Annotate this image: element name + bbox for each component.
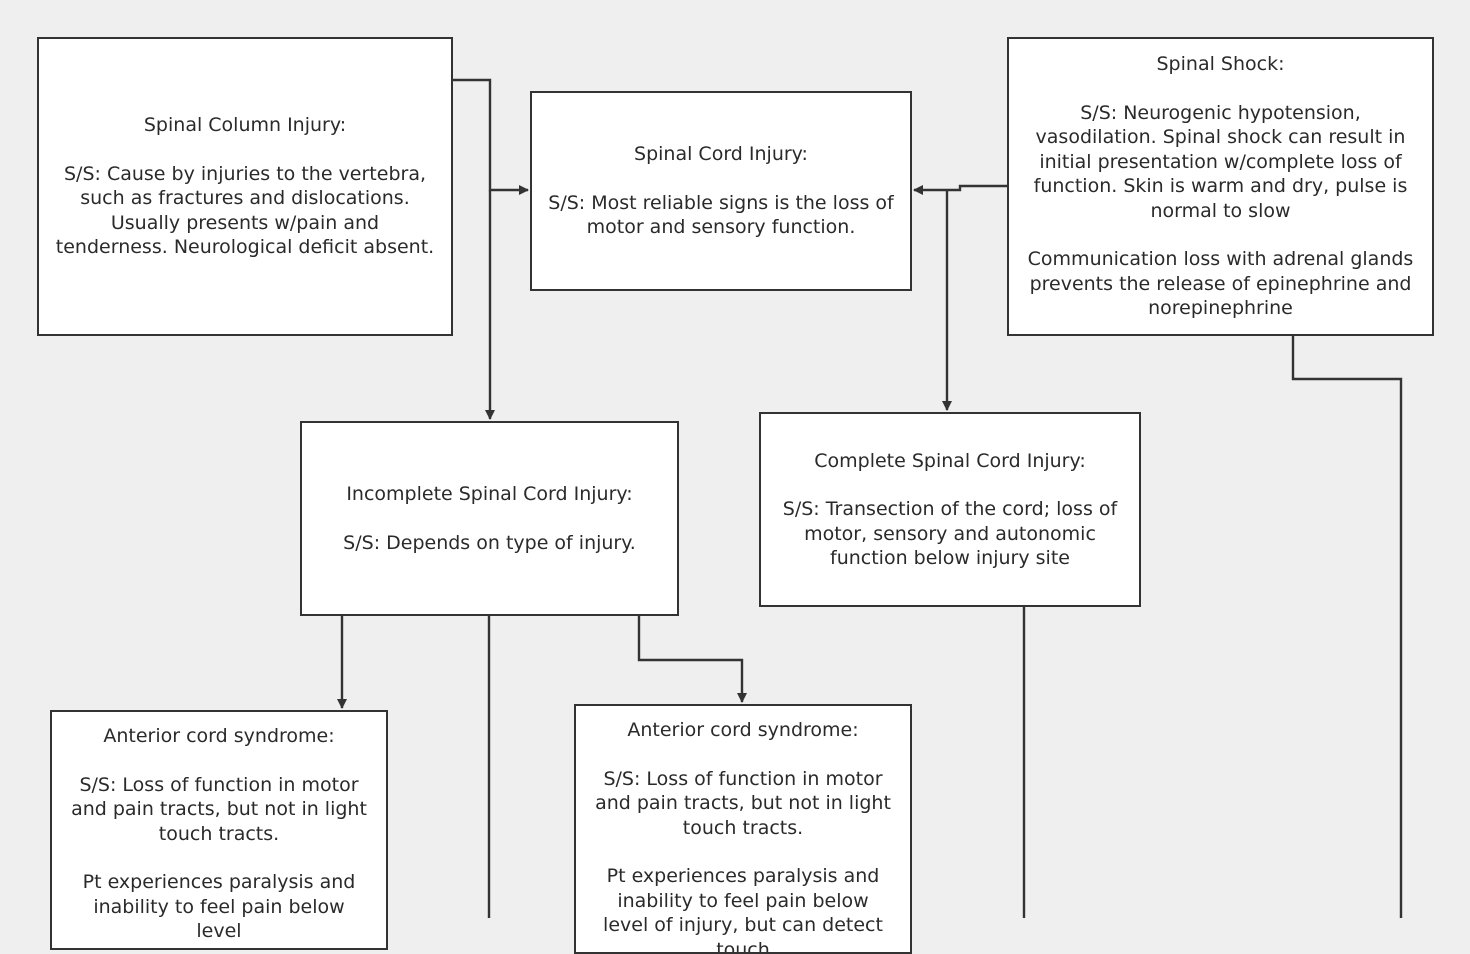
- node-incomplete-spinal-cord-injury[interactable]: Incomplete Spinal Cord Injury: S/S: Depe…: [300, 421, 679, 616]
- connector-incomplete-to-anterior-right: [637, 616, 747, 703]
- node-anterior-cord-syndrome-left[interactable]: Anterior cord syndrome: S/S: Loss of fun…: [50, 710, 388, 950]
- node-note: Communication loss with adrenal glands p…: [1027, 248, 1414, 320]
- node-title: Spinal Column Injury:: [143, 114, 347, 137]
- node-title: Anterior cord syndrome:: [103, 725, 335, 747]
- node-complete-spinal-cord-injury[interactable]: Complete Spinal Cord Injury: S/S: Transe…: [759, 412, 1141, 607]
- node-body: S/S: Loss of function in motor and pain …: [71, 773, 367, 845]
- node-body: S/S: Neurogenic hypotension, vasodilatio…: [1033, 101, 1408, 222]
- node-body: S/S: Cause by injuries to the vertebra, …: [55, 162, 435, 259]
- connector-column-to-cord: [453, 78, 529, 195]
- node-title: Incomplete Spinal Cord Injury:: [346, 483, 633, 505]
- node-title: Spinal Shock:: [1156, 53, 1285, 76]
- connector-shock-down: [1291, 336, 1403, 918]
- node-note: Pt experiences paralysis and inability t…: [603, 865, 883, 954]
- connector-layer: [337, 78, 1403, 918]
- node-body: S/S: Most reliable signs is the loss of …: [548, 191, 894, 239]
- node-spinal-column-injury[interactable]: Spinal Column Injury: S/S: Cause by inju…: [37, 37, 453, 336]
- node-title: Spinal Cord Injury:: [634, 143, 808, 166]
- node-spinal-shock[interactable]: Spinal Shock: S/S: Neurogenic hypotensio…: [1007, 37, 1434, 336]
- node-body: S/S: Depends on type of injury.: [343, 531, 636, 554]
- node-note: Pt experiences paralysis and inability t…: [82, 871, 356, 942]
- node-body: S/S: Loss of function in motor and pain …: [595, 767, 891, 839]
- connector-shock-to-cord: [913, 184, 1007, 195]
- node-anterior-cord-syndrome-right[interactable]: Anterior cord syndrome: S/S: Loss of fun…: [574, 704, 912, 954]
- node-title: Anterior cord syndrome:: [627, 719, 859, 741]
- node-title: Complete Spinal Cord Injury:: [814, 449, 1086, 472]
- node-body: S/S: Transection of the cord; loss of mo…: [782, 498, 1118, 569]
- node-spinal-cord-injury[interactable]: Spinal Cord Injury: S/S: Most reliable s…: [530, 91, 912, 291]
